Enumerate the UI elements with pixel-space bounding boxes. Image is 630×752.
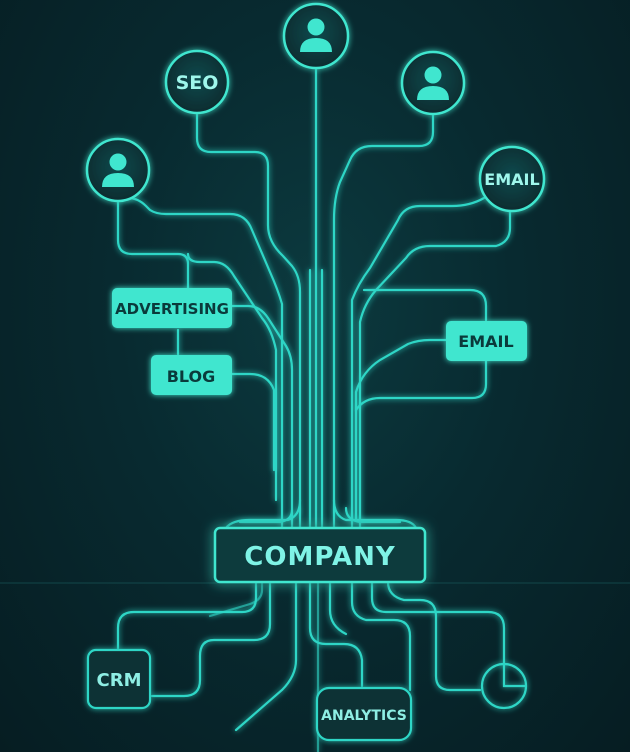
chart-node[interactable]: [480, 662, 528, 710]
blog-label: BLOG: [167, 367, 216, 386]
email-top-node[interactable]: [478, 145, 546, 213]
right-user-node[interactable]: [400, 50, 466, 116]
advertising-tag[interactable]: [112, 288, 232, 328]
upper-branches: [116, 66, 512, 530]
email-top-label: EMAIL: [484, 170, 539, 189]
right-user-branch: [332, 112, 435, 530]
analytics-root: [308, 580, 364, 688]
chart-root: [370, 580, 506, 666]
company-label: COMPANY: [244, 542, 396, 572]
email-mid-tag[interactable]: [446, 321, 527, 361]
email-top-branch: [358, 208, 512, 530]
analytics-label: ANALYTICS: [321, 708, 407, 724]
email-mid-label: EMAIL: [458, 332, 513, 351]
root-branches: [116, 580, 506, 752]
left-user-node[interactable]: [85, 137, 151, 203]
crm-root: [116, 580, 258, 652]
seo-branch: [195, 110, 302, 530]
user-icon: [300, 18, 332, 52]
pie-chart-icon: [480, 662, 528, 710]
top-user-node[interactable]: [282, 2, 350, 70]
analytics-node[interactable]: [315, 686, 413, 742]
email-mid-branch: [354, 338, 448, 522]
company-node[interactable]: [213, 526, 427, 584]
crm-label: CRM: [97, 670, 142, 691]
seo-node[interactable]: [164, 49, 230, 115]
blog-tag[interactable]: [151, 355, 232, 395]
crm-node[interactable]: [86, 648, 152, 710]
advertising-connector: [230, 304, 294, 530]
user-icon: [417, 66, 449, 100]
user-icon: [102, 153, 134, 187]
advertising-label: ADVERTISING: [115, 300, 229, 318]
seo-label: SEO: [176, 72, 219, 94]
left-user-branch: [116, 196, 284, 530]
